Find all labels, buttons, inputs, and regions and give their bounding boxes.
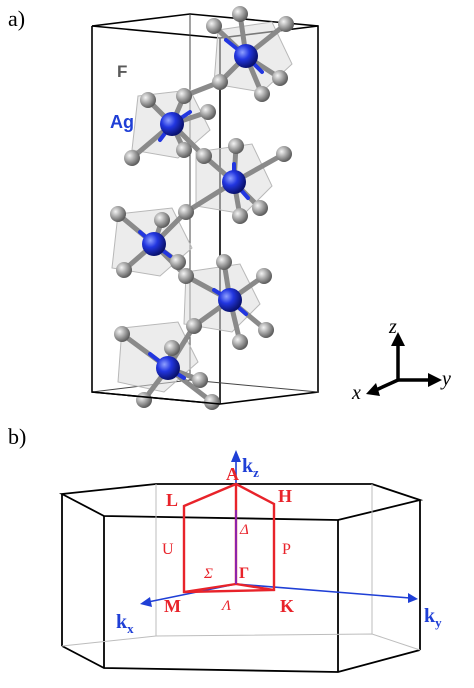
- point-M: M: [164, 596, 181, 616]
- kx-label: kx: [116, 611, 134, 636]
- line-Delta: Δ: [239, 522, 249, 538]
- f-atoms: [110, 6, 294, 410]
- point-A: A: [226, 464, 239, 484]
- point-K: K: [280, 596, 294, 616]
- axis-y-label: y: [442, 368, 451, 390]
- panel-a-label: a): [8, 6, 26, 31]
- coordinate-axes: [366, 332, 442, 396]
- ag-label: Ag: [110, 112, 134, 132]
- line-U: U: [162, 541, 174, 558]
- axis-z-label: z: [389, 316, 397, 338]
- point-Gamma: Γ: [239, 565, 249, 582]
- kz-label: kz: [242, 455, 259, 480]
- point-H: H: [278, 486, 292, 506]
- axis-x-label: x: [352, 382, 361, 404]
- point-L: L: [166, 490, 178, 510]
- f-label: F: [117, 62, 128, 81]
- ag-atoms: [142, 44, 258, 380]
- line-Sigma: Σ: [203, 566, 213, 582]
- line-Lambda: Λ: [220, 598, 231, 614]
- panel-b-label: b): [8, 424, 27, 449]
- ky-label: ky: [424, 605, 442, 630]
- line-P: P: [282, 541, 291, 558]
